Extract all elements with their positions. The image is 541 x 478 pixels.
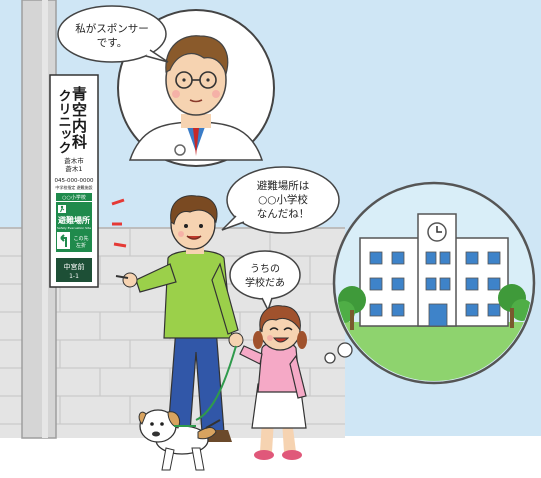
doctor — [128, 35, 264, 161]
doctor-bubble-line2: です。 — [97, 37, 127, 49]
dog-leash — [195, 345, 237, 421]
clinic-name-line2: クリニック — [56, 89, 72, 154]
address-line1: 蒼木市 — [64, 156, 84, 165]
phone-number: 045-000-0000 — [55, 178, 94, 184]
small-green-label: ○○小学校 — [62, 194, 86, 201]
direction-line2: 左折 — [76, 242, 86, 249]
clinic-name-line1: 青空内科 — [70, 85, 88, 150]
man-bubble-line2: ○○小学校 — [258, 193, 308, 206]
evacuation-label: 避難場所 — [58, 215, 90, 225]
doctor-bubble-line1: 私がスポンサー — [75, 22, 149, 35]
girl-bubble-line2: 学校だあ — [245, 276, 285, 289]
man-bubble-line1: 避難場所は — [257, 179, 310, 192]
district-line1: 中宮前 — [64, 262, 85, 271]
man-speech-bubble: 避難場所は ○○小学校 なんだね！ — [221, 166, 340, 234]
district-line2: 1-1 — [69, 273, 79, 280]
man-bubble-line3: なんだね！ — [257, 208, 310, 220]
girl-bubble-line1: うちの — [250, 263, 280, 275]
evacuation-sub: Safety Evacuation Site — [57, 226, 91, 230]
running-person-icon — [58, 205, 66, 213]
turn-left-arrow-icon — [57, 232, 70, 249]
girl — [239, 305, 307, 460]
school-building — [359, 213, 509, 327]
dog — [138, 409, 221, 471]
girl-speech-bubble: うちの 学校だあ — [229, 250, 301, 312]
doctor-speech-bubble: 私がスポンサー です。 — [57, 5, 169, 63]
clock-icon — [427, 222, 447, 242]
address-line2: 蒼木1 — [65, 164, 82, 173]
clinic-sign: 青空内科 クリニック 蒼木市 蒼木1 045-000-0000 中学校指定 避難… — [49, 74, 99, 288]
thought-dots — [324, 342, 353, 364]
fine-print: 中学校指定 避難施設 — [55, 184, 92, 190]
direction-line1: この先 — [73, 235, 88, 242]
